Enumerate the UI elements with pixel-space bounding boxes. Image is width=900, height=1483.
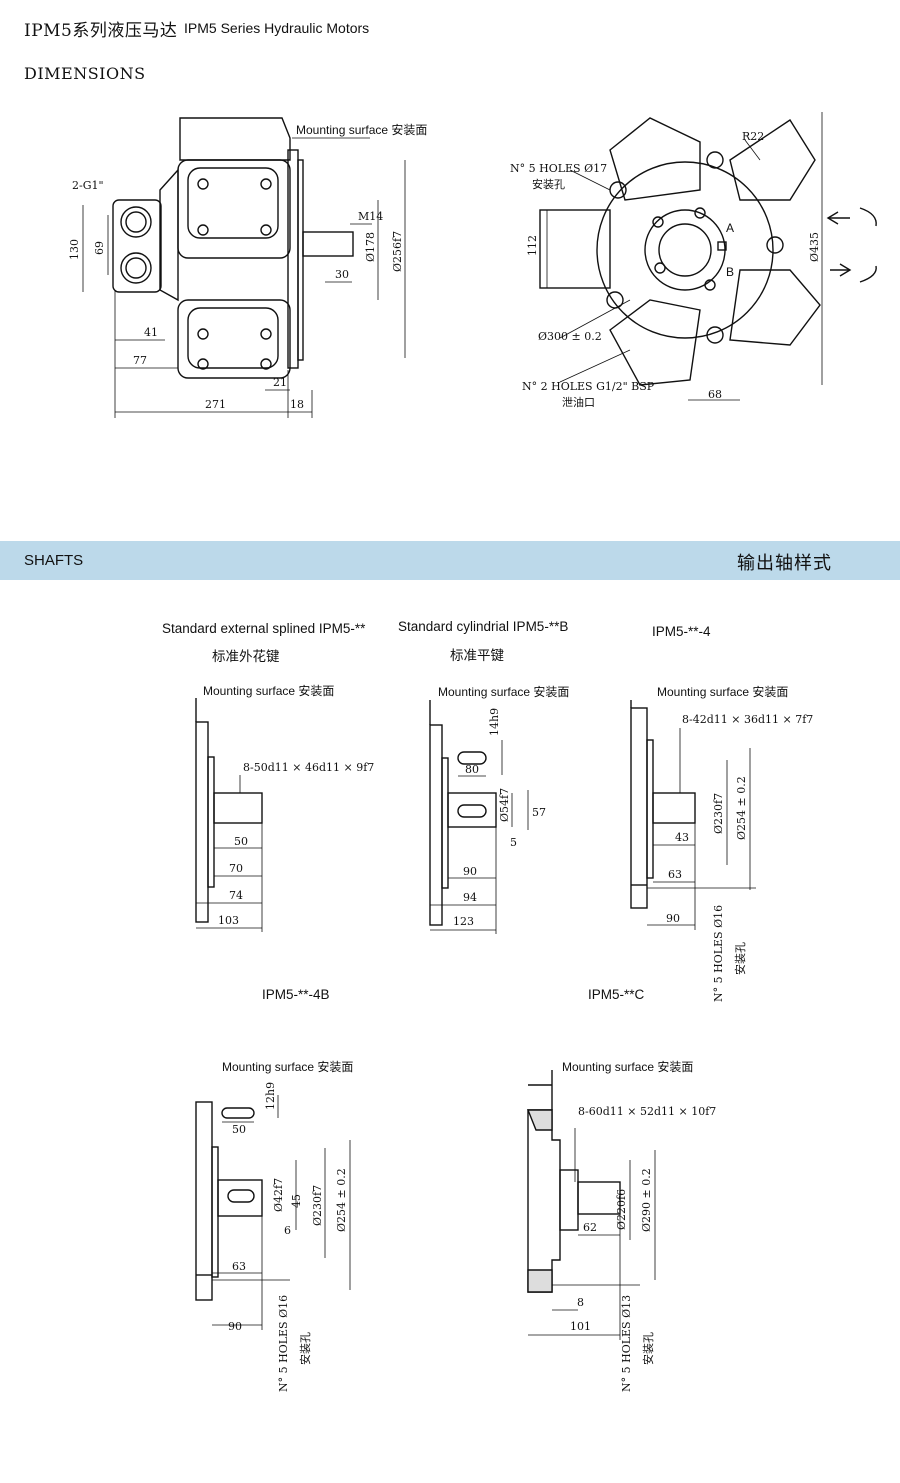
shaft-5-spec: 8-60d11 × 52d11 × 10f7 [578,1105,716,1118]
port-b-label: B [726,265,734,279]
title-en: IPM5 Series Hydraulic Motors [184,20,370,36]
shaft-1-mounting: Mounting surface 安装面 [203,683,334,698]
front-thread-label: M14 [358,210,383,223]
shaft-4-mounting: Mounting surface 安装面 [222,1059,353,1074]
shaft-5-drawing [526,1070,621,1293]
title-cn: IPM5系列液压马达 [24,21,178,41]
shaft-2-dim-94: 94 [463,891,477,904]
side-radius-label: R22 [742,130,764,143]
shaft-1-drawing [195,698,263,923]
shaft-4-dim-254: Ø254 ± 0.2 [335,1168,348,1232]
shaft-3-drawing [630,700,696,909]
shaft-5-dim-290: Ø290 ± 0.2 [640,1168,653,1232]
shaft-4-dim-230: Ø230f7 [311,1185,324,1226]
shaft-4-holes-cn: 安装孔 [298,1332,312,1365]
shaft-4-dim-6: 6 [284,1224,291,1237]
shafts-section-band: SHAFTS 输出轴样式 [0,541,900,580]
shafts-heading: SHAFTS [24,552,84,569]
side-dim-68: 68 [708,388,722,401]
shaft-5-holes: N° 5 HOLES Ø13 [620,1295,633,1392]
shaft-3-dim-230: Ø230f7 [712,793,725,834]
shafts-heading-cn: 输出轴样式 [737,553,832,574]
dim-77: 77 [133,354,147,367]
side-view-motor [539,117,877,386]
shaft-1-dim-50: 50 [234,835,248,848]
shaft-3-dim-90: 90 [666,912,680,925]
dim-130: 130 [68,239,81,260]
shaft-3-dim-43: 43 [675,831,689,844]
shaft-5-dim-8: 8 [577,1296,584,1309]
shaft-2-dim-90: 90 [463,865,477,878]
shaft-2-dim-123: 123 [453,915,474,928]
dim-18: 18 [290,398,304,411]
shaft-4-dim-42: Ø42f7 [272,1178,285,1212]
shaft-1-dim-74: 74 [229,889,243,902]
shaft-3-mounting: Mounting surface 安装面 [657,684,788,699]
shaft-5-title: IPM5-**C [588,987,645,1002]
shaft-3-spec: 8-42d11 × 36d11 × 7f7 [682,713,813,726]
shaft-1-title-cn: 标准外花键 [212,649,280,664]
shaft-3-dim-254: Ø254 ± 0.2 [735,776,748,840]
dimensions-heading: DIMENSIONS [24,64,146,83]
side-drain-cn: 泄油口 [562,395,595,409]
shaft-2-dim-14h9: 14h9 [488,708,501,736]
shaft-2-mounting: Mounting surface 安装面 [438,684,569,699]
dim-30: 30 [335,268,349,281]
shaft-5-dim-101: 101 [570,1320,591,1333]
shaft-2-dim-80: 80 [465,763,479,776]
shaft-4-dim-45: 45 [290,1194,303,1208]
shaft-3-holes: N° 5 HOLES Ø16 [712,905,725,1002]
shaft-4-dim-63: 63 [232,1260,246,1273]
shaft-3-holes-cn: 安装孔 [733,942,747,975]
shaft-1-dim-70: 70 [229,862,243,875]
shaft-4-dim-50: 50 [232,1123,246,1136]
port-a-label: A [726,221,734,235]
shaft-4-dim-12h9: 12h9 [264,1082,277,1110]
dim-21: 21 [273,376,287,389]
shaft-5-holes-cn: 安装孔 [641,1332,655,1365]
dim-256: Ø256f7 [391,231,404,272]
shaft-2-title: Standard cylindrial IPM5-**B [398,619,568,634]
side-dia-300: Ø300 ± 0.2 [538,330,602,343]
dim-41: 41 [144,326,158,339]
shaft-4-holes: N° 5 HOLES Ø16 [277,1295,290,1392]
shaft-4-drawing [195,1101,263,1301]
shaft-2-dim-57: 57 [532,806,546,819]
side-dia-435: Ø435 [808,232,821,262]
front-port-label: 2-G1" [72,179,104,192]
dim-178: Ø178 [364,232,377,262]
shaft-4-dim-90: 90 [228,1320,242,1333]
shaft-3-title: IPM5-**-4 [652,624,711,639]
shaft-2-drawing [429,700,497,926]
side-holes-cn: 安装孔 [532,177,565,191]
side-drain-label: N° 2 HOLES G1/2" BSP [522,380,655,393]
shaft-5-dim-62: 62 [583,1221,597,1234]
dim-69: 69 [93,241,106,255]
shaft-5-dim-220: Ø220f6 [615,1189,628,1230]
front-view-dimension-lines [82,137,406,418]
front-view-motor [112,117,354,379]
shaft-3-dim-63: 63 [668,868,682,881]
shaft-1-spec: 8-50d11 × 46d11 × 9f7 [243,761,374,774]
shaft-2-dim-5: 5 [510,836,517,849]
dim-271: 271 [205,398,226,411]
shaft-5-mounting: Mounting surface 安装面 [562,1059,693,1074]
shaft-2-title-cn: 标准平键 [450,648,504,663]
side-holes-label: N° 5 HOLES Ø17 [510,162,607,175]
front-mounting-label: Mounting surface 安装面 [296,122,427,137]
shaft-4-title: IPM5-**-4B [262,987,330,1002]
shaft-1-title: Standard external splined IPM5-** [162,621,366,636]
side-view-dimension-lines [546,112,823,401]
shaft-1-dim-103: 103 [218,914,239,927]
side-dim-112: 112 [526,235,539,256]
shaft-2-dim-54: Ø54f7 [498,788,511,822]
